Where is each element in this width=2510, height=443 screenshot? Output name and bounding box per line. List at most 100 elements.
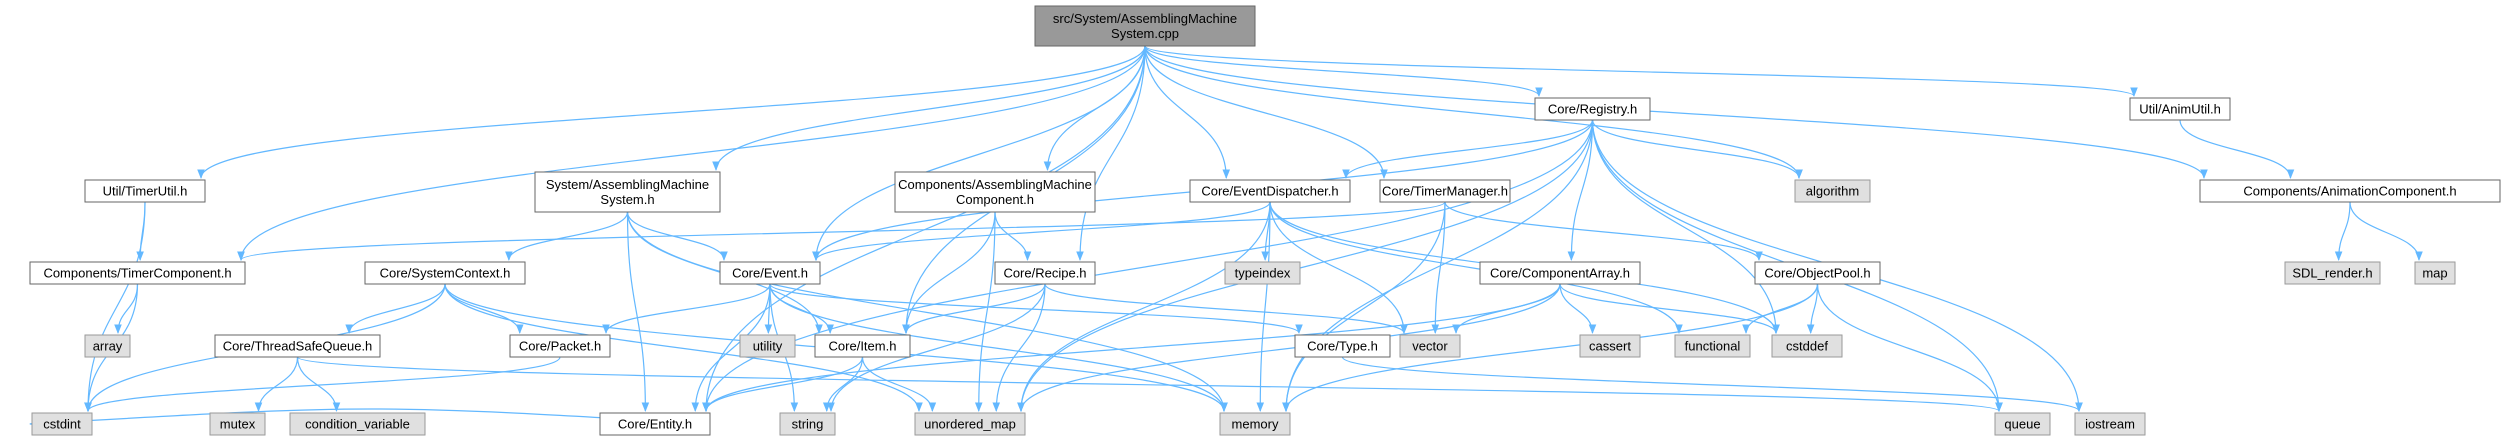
edge-core_evdisp-to-vector: [1269, 201, 1408, 334]
node-box: [779, 412, 836, 436]
edge-sys_amsys-to-core_sysctx: [505, 211, 629, 261]
edge-core_recipe-to-string: [827, 283, 1046, 412]
node-label: cstdint: [43, 417, 81, 432]
node-label: vector: [1412, 339, 1448, 354]
node-core_item[interactable]: Core/Item.h: [814, 334, 911, 358]
edge-core_event-to-core_packet: [602, 283, 771, 334]
node-box: [1771, 334, 1843, 358]
node-core_entity[interactable]: Core/Entity.h: [599, 412, 711, 436]
edge-util_timer-to-cstdint: [84, 201, 146, 412]
node-label: map: [2422, 266, 2447, 281]
node-memory: memory: [1219, 412, 1291, 436]
edge-core_registry-to-core_evdisp: [1342, 119, 1594, 179]
node-box: [1034, 5, 1256, 47]
node-core_type[interactable]: Core/Type.h: [1294, 334, 1391, 358]
edge-root-to-core_registry: [1144, 45, 1543, 97]
node-vector: vector: [1399, 334, 1461, 358]
node-box: [894, 171, 1096, 213]
edge-core_comparray-to-cstddef: [1559, 283, 1780, 334]
node-label: System.cpp: [1111, 26, 1179, 41]
edge-sys_amsys-to-memory: [626, 211, 1228, 412]
node-label: mutex: [220, 417, 256, 432]
node-core_event[interactable]: Core/Event.h: [719, 261, 821, 285]
node-box: [1479, 261, 1641, 285]
node-box: [1219, 412, 1291, 436]
node-label: utility: [753, 339, 783, 354]
node-cassert: cassert: [1579, 334, 1641, 358]
node-core_tsq[interactable]: Core/ThreadSafeQueue.h: [214, 334, 381, 358]
node-util_anim[interactable]: Util/AnimUtil.h: [2129, 97, 2231, 121]
edge-core_recipe-to-unordered_map: [992, 283, 1046, 412]
edge-core_tsq-to-mutex: [254, 356, 299, 412]
edge-core_comparray-to-core_entity: [702, 283, 1561, 412]
edge-core_evdisp-to-unordered_map: [1017, 201, 1271, 412]
node-label: Util/AnimUtil.h: [2139, 102, 2221, 117]
edge-core_sysctx-to-core_tsq: [345, 283, 446, 334]
node-array: array: [84, 334, 131, 358]
node-core_registry[interactable]: Core/Registry.h: [1534, 97, 1651, 121]
node-label: Component.h: [956, 192, 1034, 207]
node-box: [719, 261, 821, 285]
node-core_evdisp[interactable]: Core/EventDispatcher.h: [1189, 179, 1351, 203]
node-box: [739, 334, 796, 358]
edge-root-to-core_timermgr: [1144, 45, 1388, 179]
node-layer: src/System/AssemblingMachineSystem.cppUt…: [29, 5, 2501, 436]
edge-core_registry-to-memory: [1282, 119, 1594, 412]
node-comp_timer[interactable]: Components/TimerComponent.h: [29, 261, 246, 285]
node-core_packet[interactable]: Core/Packet.h: [509, 334, 611, 358]
node-util_timer[interactable]: Util/TimerUtil.h: [84, 179, 206, 203]
node-box: [2074, 412, 2146, 436]
node-label: cstddef: [1786, 339, 1828, 354]
node-box: [1579, 334, 1641, 358]
node-map: map: [2414, 261, 2456, 285]
node-core_recipe[interactable]: Core/Recipe.h: [994, 261, 1096, 285]
node-label: Core/TimerManager.h: [1382, 184, 1508, 199]
node-string: string: [779, 412, 836, 436]
node-label: Core/ComponentArray.h: [1490, 266, 1630, 281]
node-label: Core/SystemContext.h: [380, 266, 511, 281]
node-box: [1379, 179, 1511, 203]
edge-root-to-util_anim: [1144, 45, 2138, 97]
node-label: System.h: [600, 192, 654, 207]
node-box: [364, 261, 526, 285]
node-box: [1794, 179, 1871, 203]
edge-core_event-to-core_type: [769, 283, 1303, 334]
edge-core_sysctx-to-core_packet: [444, 283, 524, 334]
node-algorithm: algorithm: [1794, 179, 1871, 203]
edge-core_tsq-to-queue: [296, 356, 2003, 412]
edge-root-to-algorithm: [1144, 45, 1803, 179]
node-core_timermgr[interactable]: Core/TimerManager.h: [1379, 179, 1511, 203]
node-box: [994, 261, 1096, 285]
edge-comp_anim-to-map: [2349, 201, 2423, 261]
edge-comp_amcomp-to-unordered_map: [974, 211, 996, 412]
node-core_sysctx[interactable]: Core/SystemContext.h: [364, 261, 526, 285]
edge-core_timermgr-to-core_objpool: [1444, 201, 1763, 261]
node-iostream: iostream: [2074, 412, 2146, 436]
node-core_comparray[interactable]: Core/ComponentArray.h: [1479, 261, 1641, 285]
node-box: [209, 412, 266, 436]
node-label: Core/Packet.h: [519, 339, 601, 354]
edge-core_evdisp-to-memory: [1256, 201, 1271, 412]
node-box: [29, 261, 246, 285]
node-sdl_render: SDL_render.h: [2284, 261, 2381, 285]
node-label: System/AssemblingMachine: [546, 177, 709, 192]
node-label: string: [792, 417, 824, 432]
edge-core_recipe-to-vector: [1044, 283, 1408, 334]
node-label: Core/Recipe.h: [1003, 266, 1086, 281]
edge-core_event-to-core_item: [769, 283, 834, 334]
edge-core_packet-to-cstdint: [84, 356, 561, 412]
edge-core_recipe-to-core_item: [902, 283, 1046, 334]
edge-core_registry-to-algorithm: [1591, 119, 1803, 179]
edge-root-to-core_event: [812, 45, 1146, 261]
node-comp_anim[interactable]: Components/AnimationComponent.h: [2199, 179, 2501, 203]
node-core_objpool[interactable]: Core/ObjectPool.h: [1754, 261, 1881, 285]
node-label: cassert: [1589, 339, 1631, 354]
edge-core_objpool-to-queue: [1816, 283, 2003, 412]
edge-root-to-core_recipe: [1076, 45, 1146, 261]
edge-core_item-to-core_entity: [702, 356, 864, 412]
node-label: Core/EventDispatcher.h: [1201, 184, 1338, 199]
node-label: iostream: [2085, 417, 2135, 432]
